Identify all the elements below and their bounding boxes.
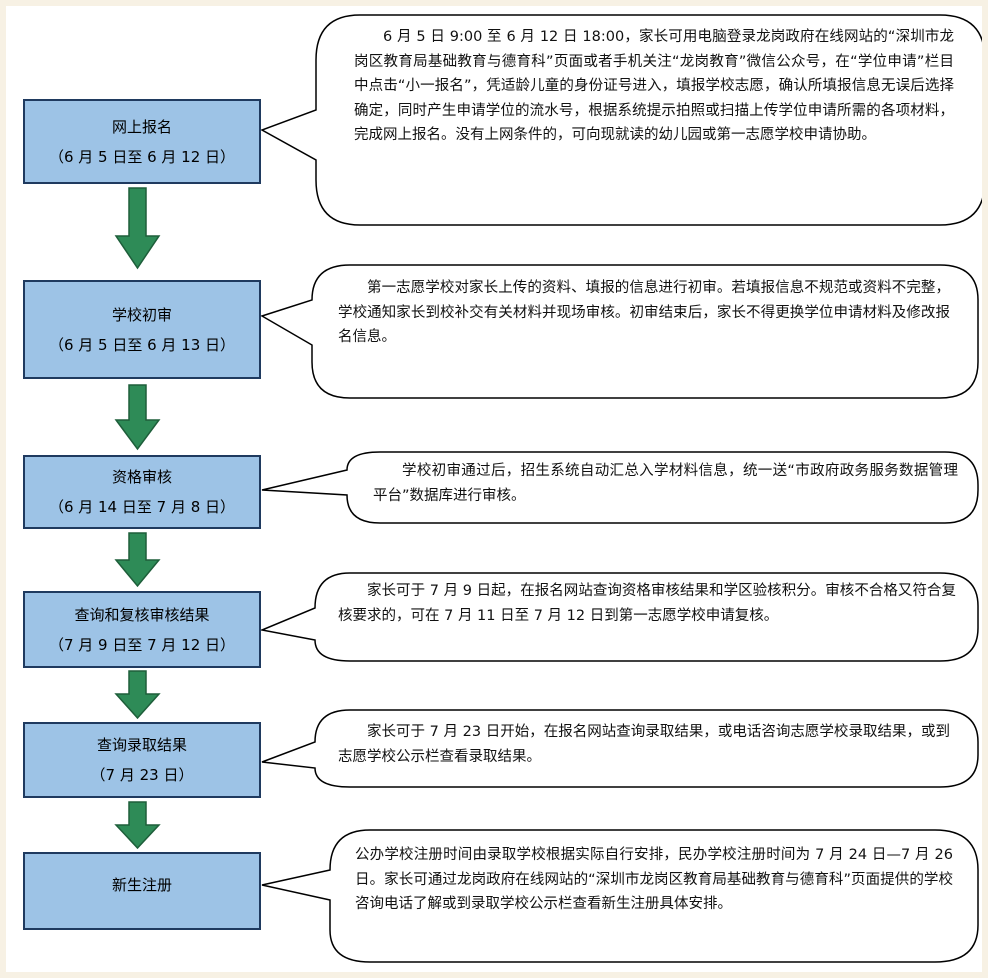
callout-bubble-5 bbox=[261, 709, 979, 788]
step-title: 学校初审 bbox=[111, 305, 172, 324]
down-arrow-3 bbox=[114, 532, 161, 588]
step-date: （7 月 23 日） bbox=[90, 766, 194, 784]
down-arrow-4 bbox=[114, 670, 161, 720]
step-query-admission-result: 查询录取结果 （7 月 23 日） bbox=[23, 722, 261, 798]
step-new-student-registration: 新生注册 bbox=[23, 852, 261, 930]
step-query-and-recheck: 查询和复核审核结果 （7 月 9 日至 7 月 12 日） bbox=[23, 591, 261, 668]
callout-bubble-1 bbox=[260, 14, 986, 226]
down-arrow-2 bbox=[114, 384, 161, 451]
callout-text-5: 家长可于 7 月 23 日开始，在报名网站查询录取结果，或电话咨询志愿学校录取结… bbox=[338, 724, 950, 765]
callout-text-2: 第一志愿学校对家长上传的资料、填报的信息进行初审。若填报信息不规范或资料不完整，… bbox=[338, 280, 950, 345]
step-title: 资格审核 bbox=[111, 468, 172, 486]
step-date: （6 月 5 日至 6 月 13 日） bbox=[48, 335, 236, 354]
step-date: （6 月 5 日至 6 月 12 日） bbox=[48, 147, 236, 166]
callout-bubble-2 bbox=[260, 264, 979, 399]
callout-bubble-6 bbox=[261, 829, 979, 963]
callout-text-4: 家长可于 7 月 9 日起，在报名网站查询资格审核结果和学区验核积分。审核不合格… bbox=[338, 583, 956, 624]
step-school-initial-review: 学校初审 （6 月 5 日至 6 月 13 日） bbox=[23, 280, 261, 379]
step-title: 网上报名 bbox=[111, 117, 172, 136]
callout-text-1: 6 月 5 日 9:00 至 6 月 12 日 18:00，家长可用电脑登录龙岗… bbox=[354, 29, 954, 143]
callout-bubble-4 bbox=[259, 572, 979, 662]
callout-text-6: 公办学校注册时间由录取学校根据实际自行安排，民办学校注册时间为 7 月 24 日… bbox=[355, 847, 953, 912]
step-date: （7 月 9 日至 7 月 12 日） bbox=[48, 635, 236, 654]
down-arrow-5 bbox=[114, 801, 161, 850]
step-title: 新生注册 bbox=[111, 876, 172, 894]
callout-text-3: 学校初审通过后，招生系统自动汇总入学材料信息，统一送“市政府政务服务数据管理平台… bbox=[373, 463, 958, 504]
step-online-registration: 网上报名 （6 月 5 日至 6 月 12 日） bbox=[23, 99, 261, 184]
step-title: 查询录取结果 bbox=[96, 736, 187, 754]
callout-bubble-3 bbox=[261, 451, 979, 524]
down-arrow-1 bbox=[114, 187, 161, 270]
step-date: （6 月 14 日至 7 月 8 日） bbox=[48, 498, 236, 516]
step-qualification-review: 资格审核 （6 月 14 日至 7 月 8 日） bbox=[23, 455, 261, 529]
step-title: 查询和复核审核结果 bbox=[74, 605, 210, 624]
